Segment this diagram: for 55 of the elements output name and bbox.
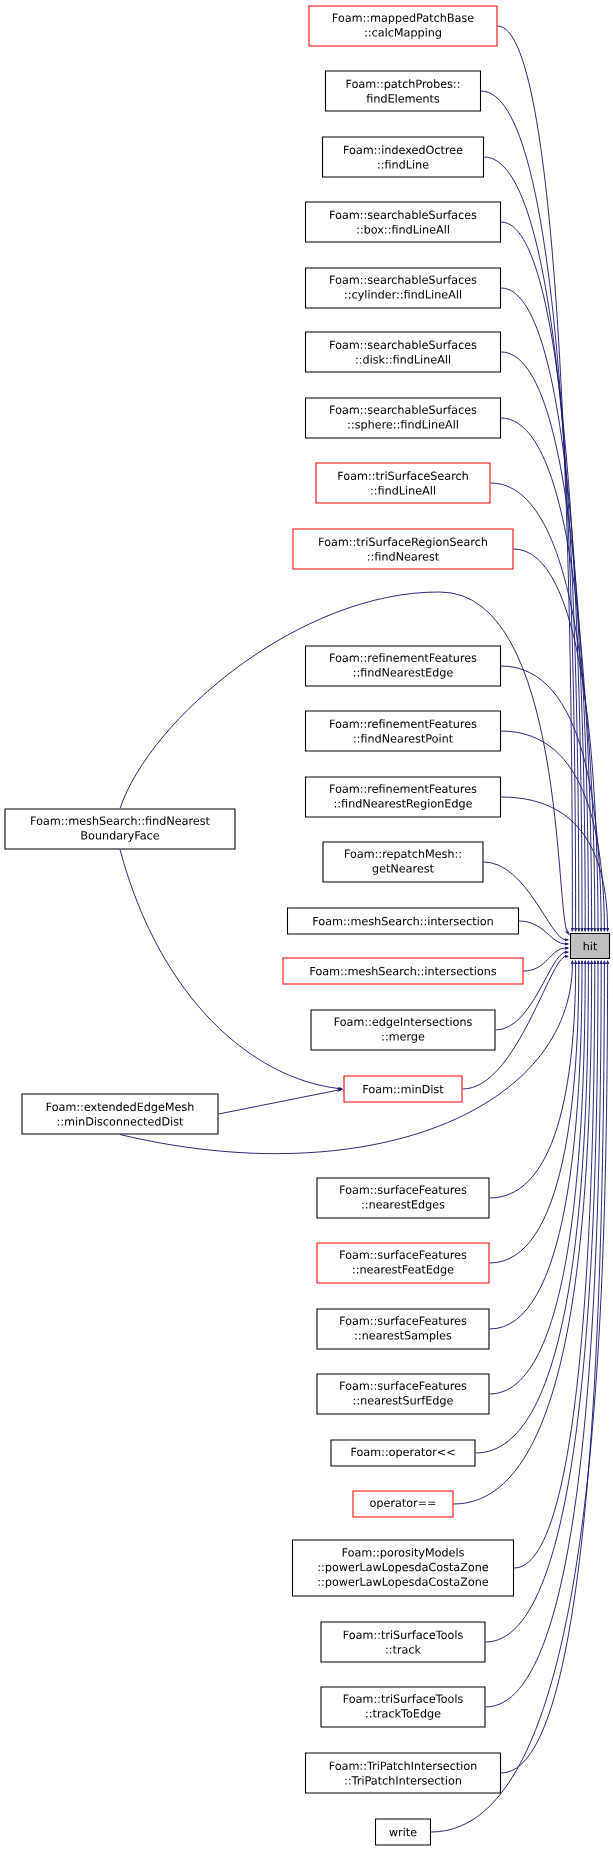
arrow [495,950,569,1031]
function-box: Foam::surfaceFeatures ::nearestSamples [316,1308,490,1350]
arrow [483,861,569,942]
function-box: Foam::minDist [343,1075,463,1103]
arrow [119,960,574,1154]
function-box: Foam::triSurfaceRegionSearch ::findNearest [292,528,514,570]
arrow [218,1088,343,1115]
function-box: Foam::surfaceFeatures ::nearestFeatEdge [316,1242,490,1284]
arrow [500,665,603,932]
arrow [453,960,594,1505]
arrow [489,960,581,1264]
function-box: Foam::patchProbes:: findElements [324,70,482,112]
function-box: Foam::TriPatchIntersection ::TriPatchIntersection [304,1752,502,1794]
function-box: Foam::indexedOctree ::findLine [321,136,485,178]
arrow [500,730,606,932]
arrow [523,946,569,972]
function-box: Foam::meshSearch::findNearest BoundaryFace [4,808,236,850]
function-box: Foam::refinementFeatures ::findNearestEdge [304,645,502,687]
function-box: Foam::searchableSurfaces ::disk::findLineAll [304,331,502,373]
function-box: Foam::mappedPatchBase ::calcMapping [308,5,498,47]
function-box: Foam::meshSearch::intersections [282,957,524,985]
arrow [513,960,597,1569]
function-box: Foam::searchableSurfaces ::sphere::findLineAll [304,397,502,439]
arrow [518,920,569,946]
arrow [430,960,610,1833]
function-box: write [374,1818,432,1846]
function-box: Foam::surfaceFeatures ::nearestEdges [316,1177,490,1219]
function-box: Foam::repatchMesh:: getNearest [322,841,484,883]
function-box: Foam::triSurfaceTools ::trackToEdge [320,1686,486,1728]
function-box: Foam::surfaceFeatures ::nearestSurfEdge [316,1373,490,1415]
function-box: Foam::edgeIntersections ::merge [310,1009,496,1051]
arrow [119,849,343,1090]
function-box: Foam::porosityModels ::powerLawLopesdaCostaZone ::powerLawLopesdaCostaZone [291,1539,515,1597]
arrow [490,482,597,932]
arrow [500,960,606,1774]
arrow [462,954,569,1090]
arrow [489,960,584,1330]
arrow [475,960,590,1454]
function-box: Foam::extendedEdgeMesh ::minDisconnectedDist [21,1093,219,1135]
function-box: Foam::searchableSurfaces ::cylinder::findLineAll [304,267,502,309]
arrow [500,796,610,932]
function-box: Foam::operator<< [330,1439,476,1467]
highlighted-function-box: hit [569,933,611,960]
function-box: Foam::triSurfaceSearch ::findLineAll [315,462,491,504]
function-box: Foam::refinementFeatures ::findNearestPoint [304,710,502,752]
function-box: Foam::triSurfaceTools ::track [320,1621,486,1663]
arrow [119,591,570,935]
function-box: Foam::meshSearch::intersection [286,907,520,935]
arrow [497,25,574,932]
arrow [489,960,578,1199]
function-box: Foam::refinementFeatures ::findNearestRegionEdge [304,776,502,818]
arrow [489,960,587,1395]
arrow [513,548,600,932]
function-box: Foam::searchableSurfaces ::box::findLineAll [304,201,502,243]
function-box: operator== [352,1490,454,1518]
